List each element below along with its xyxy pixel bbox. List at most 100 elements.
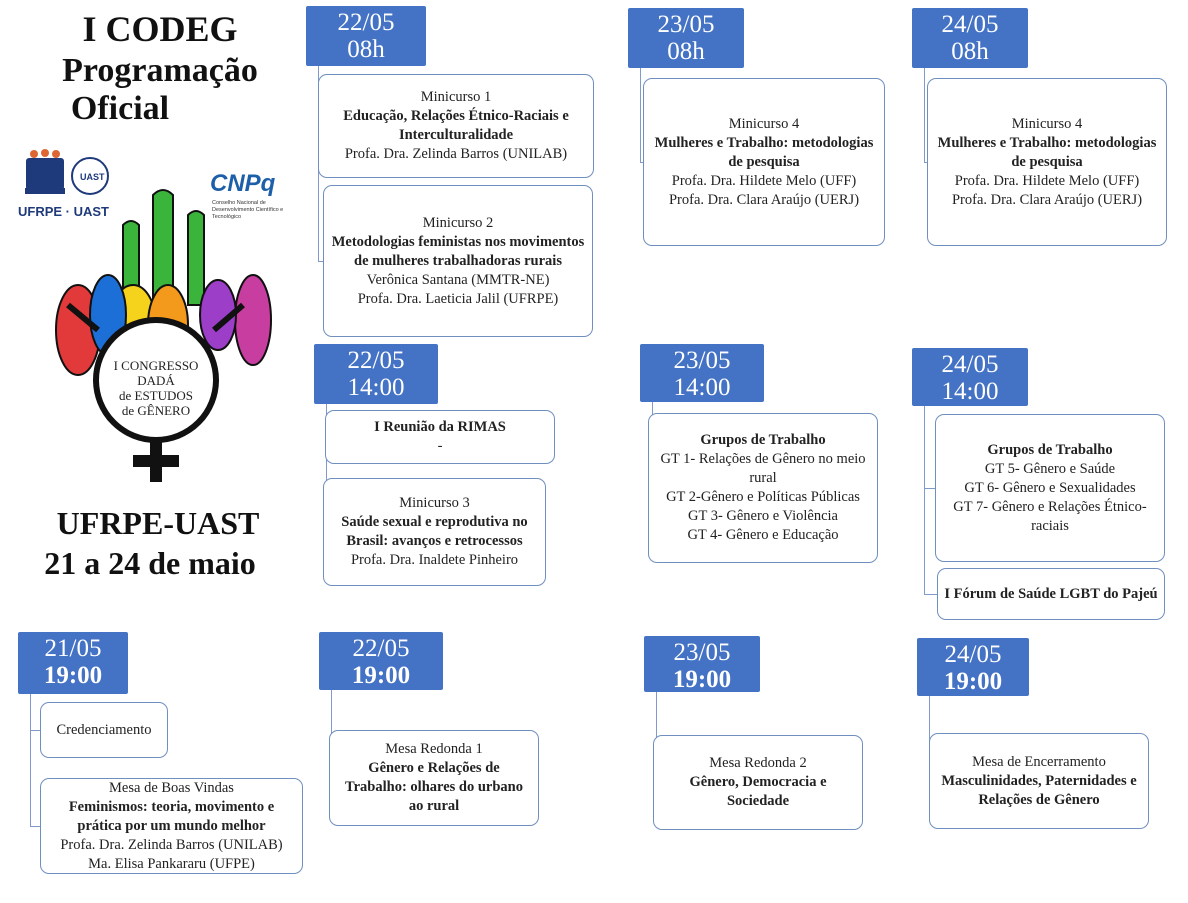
date-label: 24/05	[941, 11, 999, 38]
date-label: 22/05	[337, 9, 395, 36]
session-text: Minicurso 4	[728, 115, 800, 132]
session-text: -	[437, 438, 443, 454]
session-text: Profa. Dra. Clara Araújo (UERJ)	[951, 191, 1143, 208]
session-card: I Fórum de Saúde LGBT do Pajeú	[937, 568, 1165, 620]
connector-branch	[924, 488, 935, 489]
connector-line	[924, 68, 925, 162]
uast-label: UAST	[80, 172, 105, 182]
session-text: GT 6- Gênero e Sexualidades	[964, 479, 1136, 496]
session-card: Grupos de Trabalho GT 1- Relações de Gêne…	[648, 413, 878, 563]
cnpq-label: CNPq	[210, 170, 276, 197]
session-text: Mesa Redonda 1	[385, 741, 483, 757]
session-title: Mulheres e Trabalho: metodologias de pes…	[654, 134, 874, 170]
session-title: Mulheres e Trabalho: metodologias de pes…	[937, 134, 1157, 170]
session-title: Grupos de Trabalho	[700, 432, 826, 448]
ufrpe-label: UFRPE · UAST	[18, 204, 109, 219]
session-title: Gênero, Democracia e Sociedade	[689, 774, 827, 809]
date-label: 23/05	[673, 639, 731, 666]
session-title: Feminismos: teoria, movimento e prática …	[68, 798, 275, 834]
connector-branch	[640, 162, 643, 163]
event-dates: 21 a 24 de maio	[44, 545, 256, 581]
connector-line	[924, 406, 925, 594]
emblem-line: DADÁ	[137, 373, 175, 388]
emblem-line: I CONGRESSO	[113, 358, 199, 373]
session-text: Mesa de Encerramento	[972, 753, 1106, 770]
session-text: Minicurso 4	[1011, 115, 1083, 132]
time-label: 19:00	[672, 666, 732, 693]
emblem-line: de GÊNERO	[121, 403, 191, 418]
time-label: 08h	[347, 36, 385, 63]
session-text: Ma. Elisa Pankararu (UFPE)	[88, 855, 255, 872]
connector-branch	[924, 162, 927, 163]
session-card: Credenciamento	[40, 702, 168, 758]
connector-branch	[30, 826, 40, 827]
connector-branch	[318, 261, 323, 262]
ufrpe-logo: UAST UFRPE · UAST	[18, 148, 114, 233]
session-title: Grupos de Trabalho	[987, 441, 1113, 458]
date-label: 23/05	[673, 347, 731, 374]
session-text: GT 3- Gênero e Violência	[688, 508, 838, 524]
program-subtitle: Oficial	[70, 90, 170, 127]
session-text: GT 5- Gênero e Saúde	[984, 460, 1116, 477]
session-text: GT 2-Gênero e Políticas Públicas	[666, 489, 860, 505]
date-label: 24/05	[944, 641, 1002, 668]
session-text: Minicurso 3	[399, 495, 470, 511]
connector-line	[326, 404, 327, 532]
time-label: 19:00	[943, 668, 1003, 695]
time-label: 19:00	[351, 662, 411, 689]
venue: UFRPE-UAST	[56, 505, 260, 541]
time-label: 19:00	[43, 662, 103, 689]
connector-branch	[30, 730, 40, 731]
date-label: 24/05	[941, 351, 999, 378]
program-title: Programação	[62, 52, 258, 89]
emblem-text: I CONGRESSO DADÁ de ESTUDOS de GÊNERO	[96, 358, 216, 418]
session-title: I Reunião da RIMAS	[374, 419, 506, 435]
connector-line	[640, 68, 641, 162]
emblem-line: de ESTUDOS	[118, 388, 194, 403]
session-text: Minicurso 1	[420, 89, 492, 105]
date-label: 22/05	[347, 347, 405, 374]
time-label: 08h	[951, 38, 989, 65]
session-text: Profa. Dra. Hildete Melo (UFF)	[954, 172, 1140, 189]
session-title: Gênero e Relações de Trabalho: olhares d…	[345, 760, 523, 814]
session-text: Minicurso 2	[422, 214, 494, 231]
connector-line	[30, 694, 31, 826]
session-text: Profa. Dra. Zelinda Barros (UNILAB)	[60, 836, 283, 853]
session-text: GT 1- Relações de Gênero no meio rural	[660, 451, 866, 486]
date-label: 21/05	[44, 635, 102, 662]
time-label: 14:00	[347, 374, 405, 401]
session-card: Minicurso 1 Educação, Relações Étnico-Rac…	[318, 74, 594, 178]
session-text: Mesa Redonda 2	[709, 755, 807, 771]
time-label: 14:00	[941, 378, 999, 405]
session-text: Credenciamento	[56, 721, 152, 738]
date-label: 22/05	[352, 635, 410, 662]
cactus-gender-emblem	[55, 189, 272, 482]
session-text: Profa. Dra. Hildete Melo (UFF)	[671, 172, 857, 189]
session-text: Verônica Santana (MMTR-NE)	[366, 271, 550, 288]
event-title: I CODEG	[82, 9, 238, 49]
session-text: GT 7- Gênero e Relações Étnico-raciais	[953, 498, 1147, 534]
time-label: 14:00	[673, 374, 731, 401]
session-text: Profa. Dra. Laeticia Jalil (UFRPE)	[357, 290, 559, 307]
session-card: I Reunião da RIMAS -	[325, 410, 555, 464]
session-title: Metodologias feministas nos movimentos d…	[331, 233, 585, 269]
session-text: Profa. Dra. Inaldete Pinheiro	[350, 552, 519, 568]
session-title: Educação, Relações Étnico-Raciais e Inte…	[343, 108, 569, 143]
session-card: Mesa Redonda 1 Gênero e Relações de Traba…	[329, 730, 539, 826]
session-card: Minicurso 4 Mulheres e Trabalho: metodolo…	[643, 78, 885, 246]
session-card: Mesa Redonda 2 Gênero, Democracia e Socie…	[653, 735, 863, 830]
connector-branch	[924, 594, 937, 595]
